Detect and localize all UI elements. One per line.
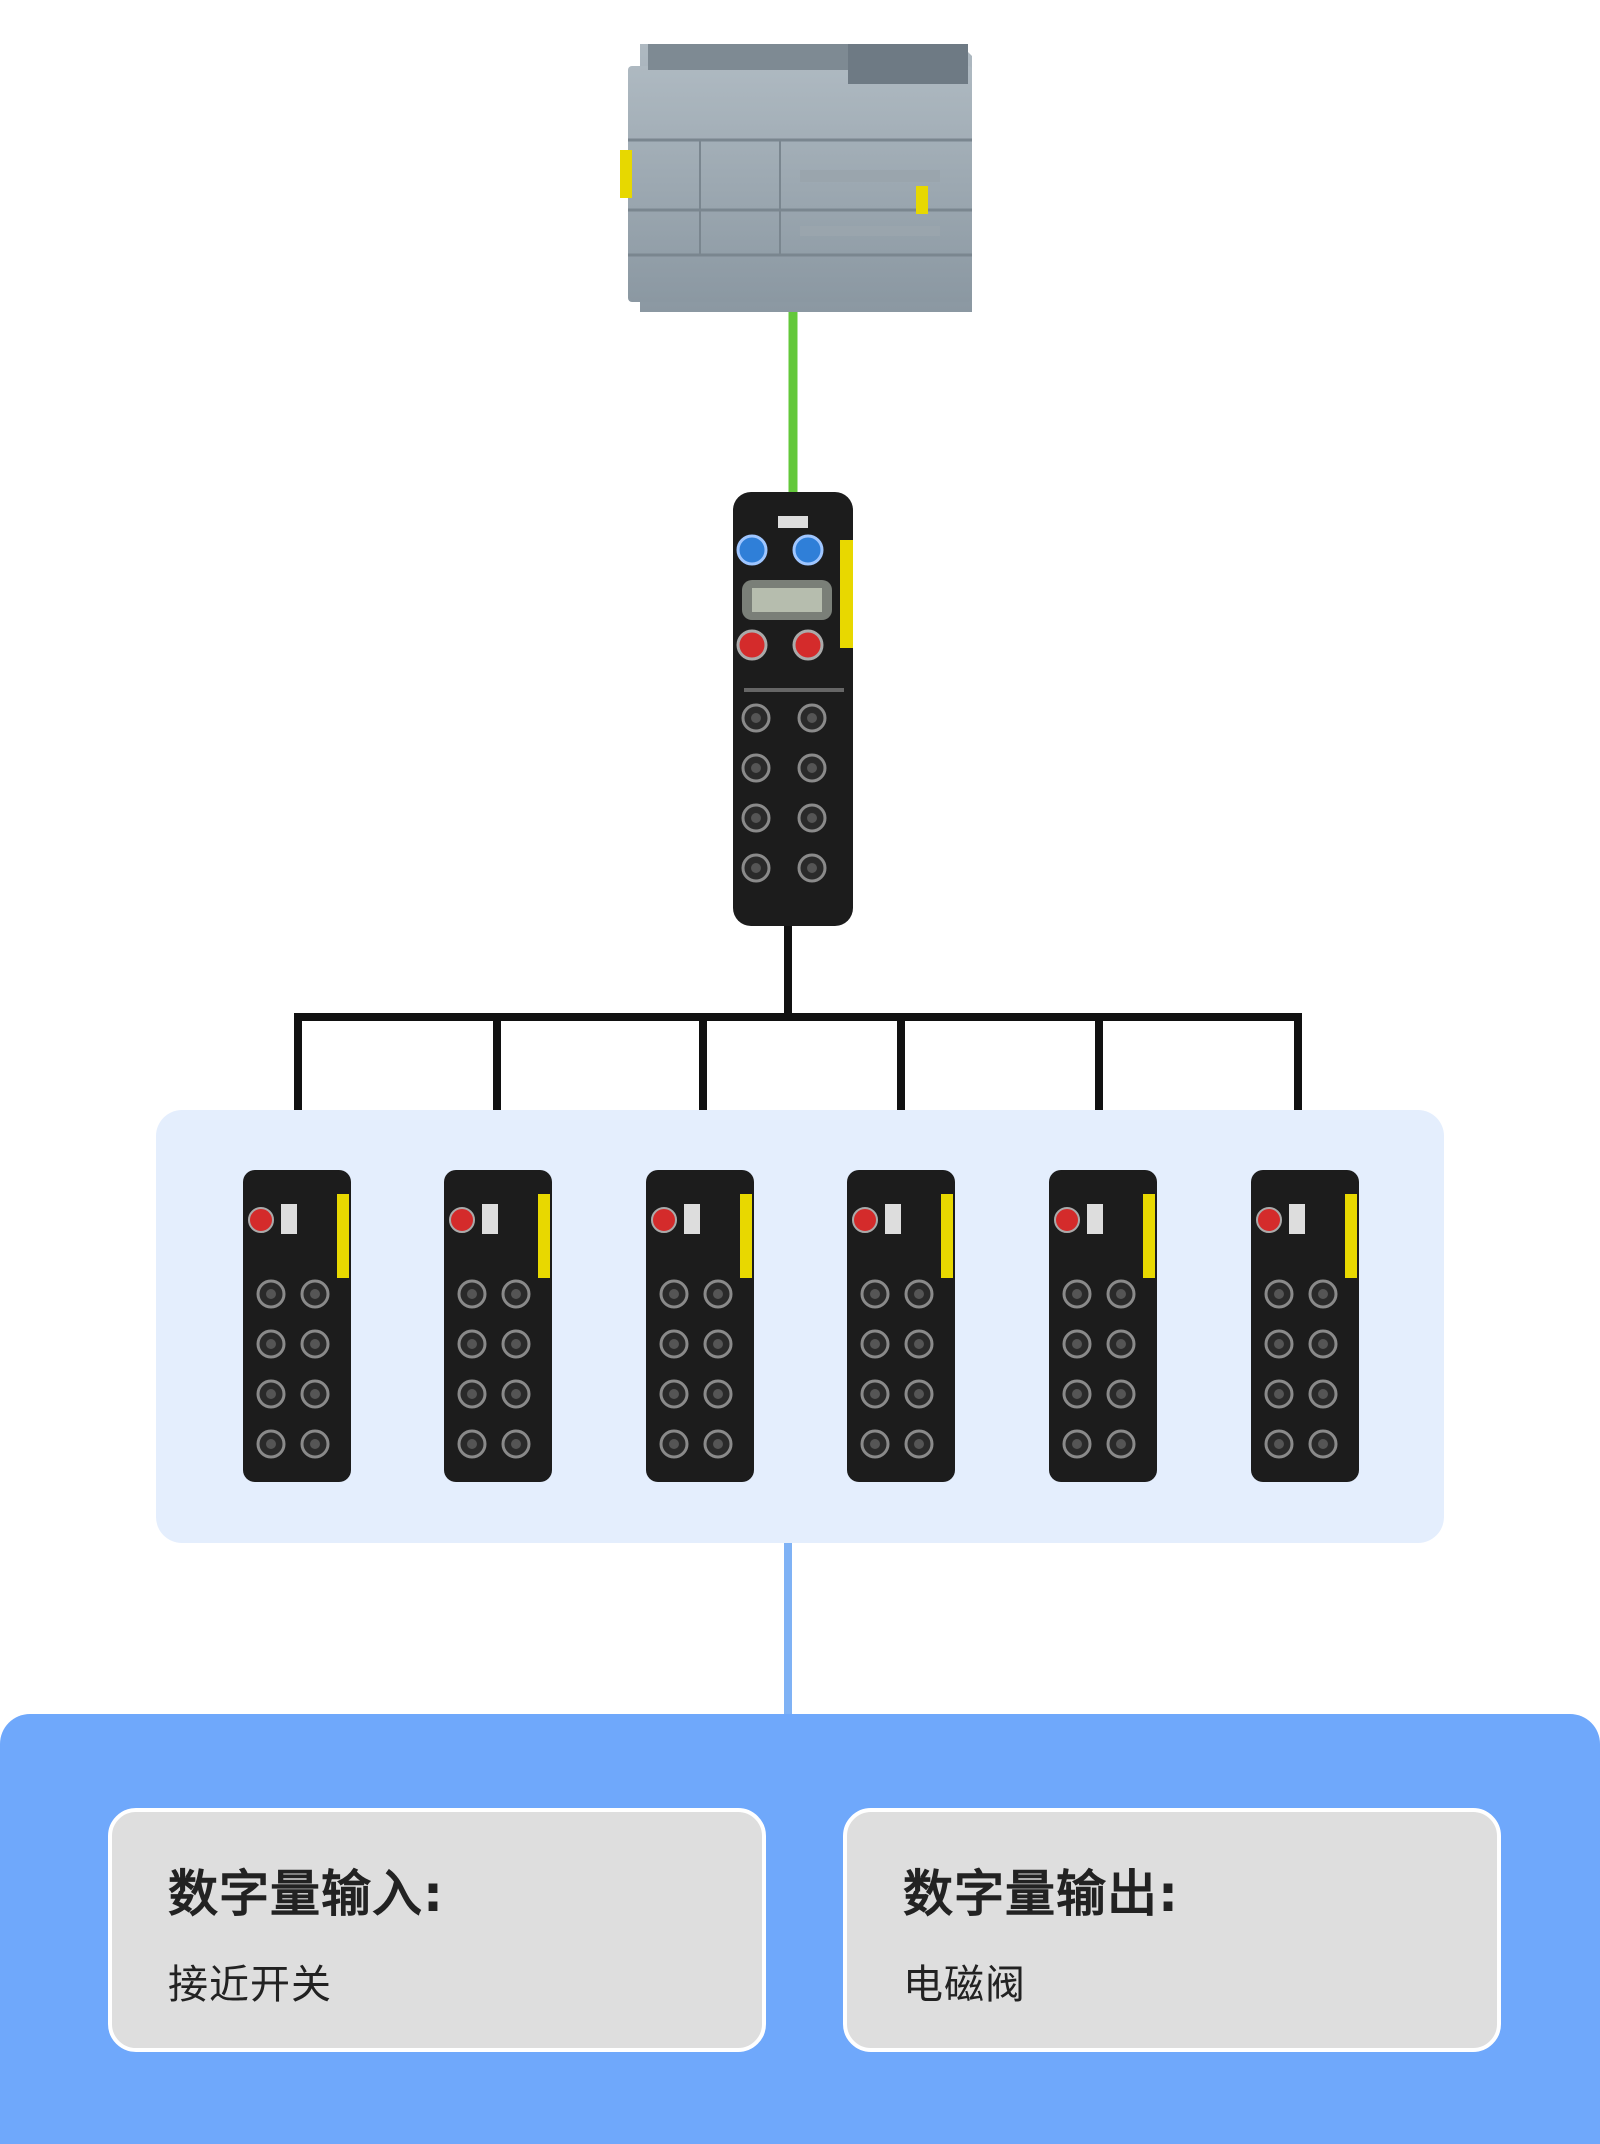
digital-output-value: 电磁阀 [903, 1962, 1026, 2008]
io-link-hub-icon [444, 1170, 552, 1482]
digital-output-title: 数字量输出: [903, 1865, 1179, 1923]
io-link-hub-icon [847, 1170, 955, 1482]
digital-output-card: 数字量输出: 电磁阀 [843, 1808, 1501, 2052]
io-link-hub-icon [646, 1170, 754, 1482]
digital-input-card: 数字量输入: 接近开关 [108, 1808, 766, 2052]
io-link-hub-icon [243, 1170, 351, 1482]
plc-controller-icon [620, 44, 972, 312]
io-link-hub-icon [1251, 1170, 1359, 1482]
io-link-master-icon [733, 492, 853, 926]
digital-input-value: 接近开关 [168, 1962, 332, 2008]
network-diagram [156, 44, 1444, 1714]
digital-input-title: 数字量输入: [168, 1865, 444, 1923]
io-link-hub-icon [1049, 1170, 1157, 1482]
